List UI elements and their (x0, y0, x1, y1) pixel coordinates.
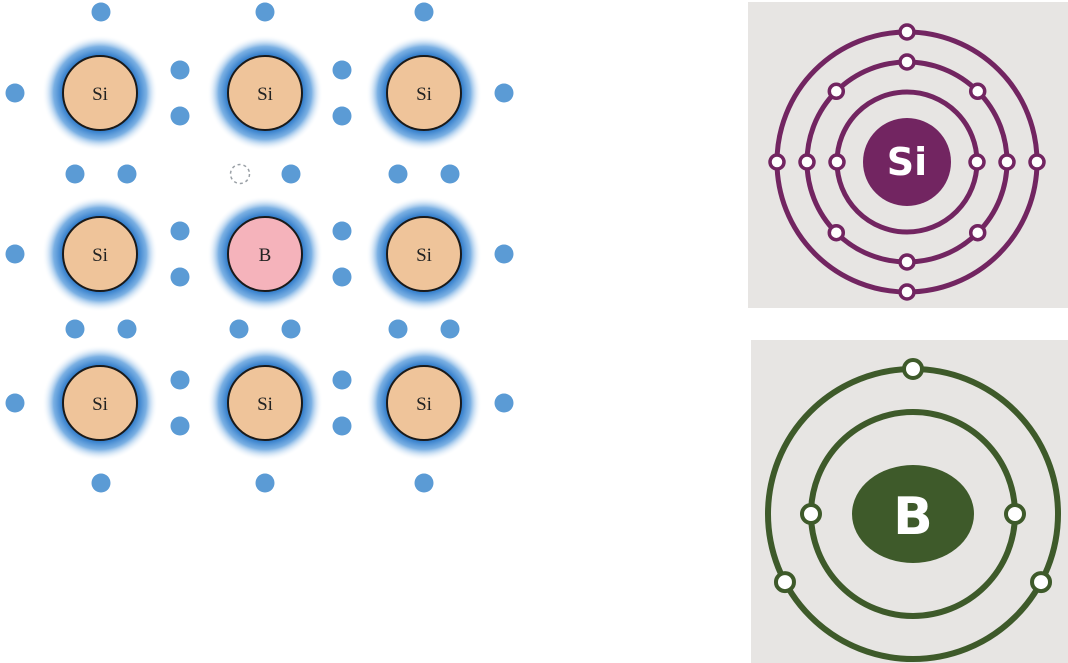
atom-core (386, 55, 462, 131)
atom-core (386, 365, 462, 441)
silicon-bohr-model-panel: Si (748, 2, 1068, 308)
valence-electron (414, 473, 434, 493)
silicon-atom: Si (227, 55, 303, 131)
valence-electron (5, 244, 25, 264)
silicon-atom: Si (386, 216, 462, 292)
shell-electron (902, 358, 924, 380)
valence-electron (91, 473, 111, 493)
atom-label: Si (416, 394, 432, 415)
valence-electron (170, 370, 190, 390)
shell-electron (898, 253, 916, 271)
shell-electron (768, 153, 786, 171)
atom-core (386, 216, 462, 292)
atom-label: Si (257, 394, 273, 415)
atom-label: Si (92, 84, 108, 105)
boron-bohr-model-panel: B (751, 340, 1068, 663)
valence-electron (281, 319, 301, 339)
shell-electron (800, 503, 822, 525)
valence-electron (494, 244, 514, 264)
atom-core (227, 55, 303, 131)
valence-electron (494, 393, 514, 413)
shell-electron (1028, 153, 1046, 171)
valence-electron (440, 164, 460, 184)
valence-electron (332, 267, 352, 287)
valence-electron (255, 2, 275, 22)
boron-atom: B (227, 216, 303, 292)
shell-electron (798, 153, 816, 171)
shell-electron (827, 223, 846, 242)
valence-electron (281, 164, 301, 184)
valence-electron (332, 221, 352, 241)
silicon-atom: Si (62, 55, 138, 131)
silicon-bohr-model (768, 23, 1046, 301)
atom-core (62, 365, 138, 441)
atom-label: Si (416, 84, 432, 105)
valence-electron (170, 416, 190, 436)
valence-electron (332, 416, 352, 436)
valence-electron (388, 319, 408, 339)
valence-electron (65, 164, 85, 184)
valence-electron (170, 267, 190, 287)
hole-marker (229, 163, 251, 185)
atom-label: Si (416, 245, 432, 266)
shell-electron (828, 153, 846, 171)
valence-electron (229, 319, 249, 339)
valence-electron (5, 393, 25, 413)
valence-electron (170, 60, 190, 80)
shell-electron (968, 153, 986, 171)
valence-electron (494, 83, 514, 103)
valence-electron (65, 319, 85, 339)
valence-electron (91, 2, 111, 22)
silicon-atom: Si (62, 216, 138, 292)
shell-electron (898, 283, 916, 301)
valence-electron (440, 319, 460, 339)
valence-electron (117, 319, 137, 339)
valence-electron (5, 83, 25, 103)
atom-core (227, 216, 303, 292)
silicon-atom: Si (386, 55, 462, 131)
valence-electron (332, 370, 352, 390)
silicon-atom: Si (62, 365, 138, 441)
atom-core (62, 55, 138, 131)
boron-bohr-model (765, 358, 1061, 662)
silicon-atom: Si (227, 365, 303, 441)
atom-label: Si (92, 245, 108, 266)
shell-electron (898, 23, 916, 41)
atom-core (62, 216, 138, 292)
silicon-atom: Si (386, 365, 462, 441)
valence-electron (388, 164, 408, 184)
atom-label: Si (257, 84, 273, 105)
valence-electron (255, 473, 275, 493)
valence-electron (414, 2, 434, 22)
shell-electron (1030, 571, 1053, 594)
nucleus (863, 118, 951, 206)
silicon-symbol: Si (887, 140, 927, 184)
shell-electron (773, 571, 796, 594)
valence-electron (332, 60, 352, 80)
atom-label: Si (92, 394, 108, 415)
shell-electron (827, 82, 846, 101)
shell-electron (1004, 503, 1026, 525)
valence-electron (170, 106, 190, 126)
nucleus (852, 465, 974, 563)
valence-electron (117, 164, 137, 184)
boron-symbol: B (893, 487, 933, 547)
atom-core (227, 365, 303, 441)
valence-electron (170, 221, 190, 241)
shell-electron (898, 53, 916, 71)
valence-electron (332, 106, 352, 126)
atom-label: B (259, 245, 272, 266)
shell-electron (998, 153, 1016, 171)
shell-electron (968, 82, 987, 101)
shell-electron (968, 223, 987, 242)
